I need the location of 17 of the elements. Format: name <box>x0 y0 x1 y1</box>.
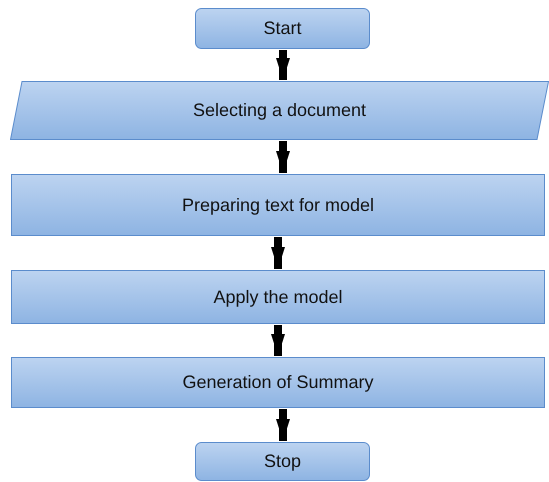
node-label: Start <box>263 18 302 39</box>
terminal-box <box>195 442 370 481</box>
process-box <box>11 270 545 324</box>
arrow <box>276 141 290 173</box>
arrow <box>276 50 290 80</box>
node-label: Generation of Summary <box>182 372 374 393</box>
node-label: Stop <box>264 451 302 472</box>
process-box <box>11 357 545 408</box>
terminal-box <box>195 8 370 49</box>
node-label: Selecting a document <box>192 100 366 121</box>
process-box <box>11 174 545 236</box>
node-label: Preparing text for model <box>182 194 374 216</box>
arrow <box>271 237 285 269</box>
node-label: Apply the model <box>213 286 343 308</box>
arrow <box>271 325 285 356</box>
parallelogram-box <box>10 81 549 140</box>
arrow <box>276 409 290 441</box>
